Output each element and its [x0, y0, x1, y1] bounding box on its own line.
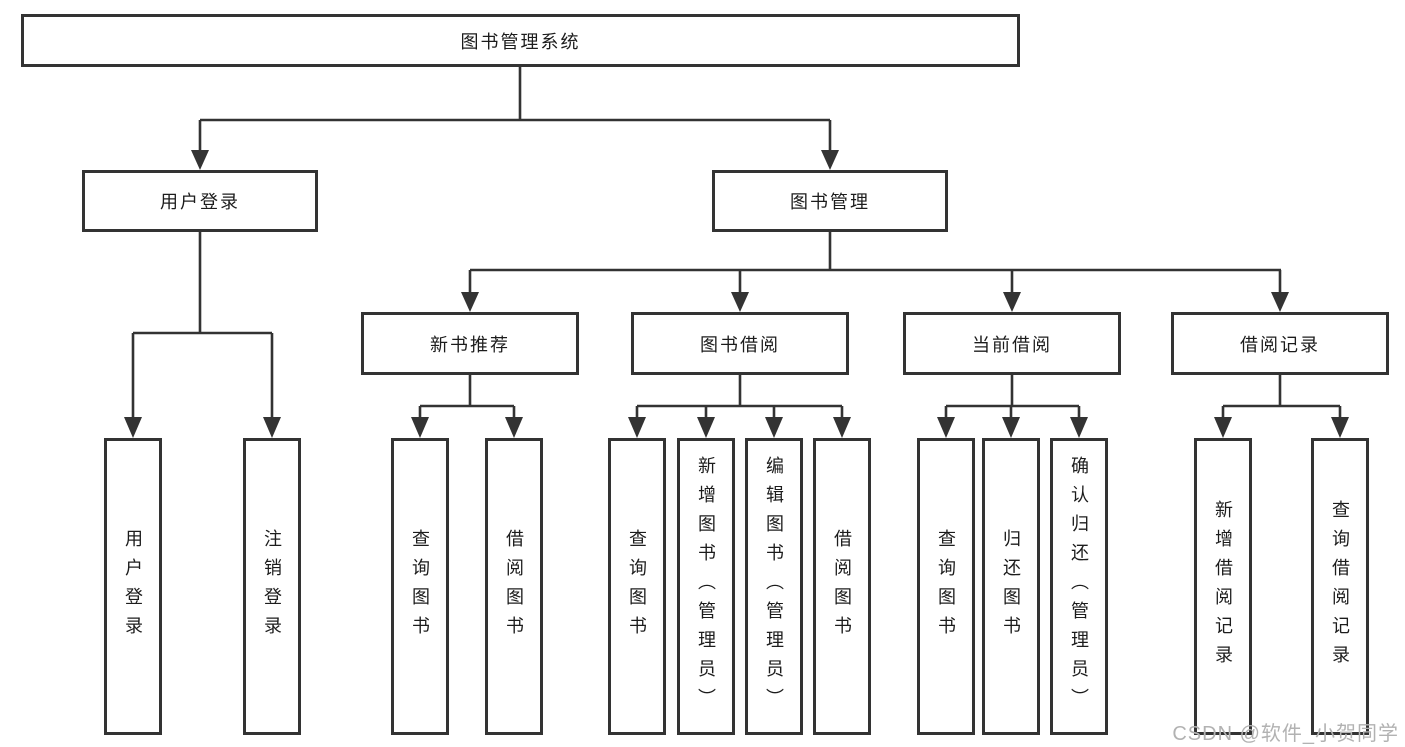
node-label: 查询图书 [936, 528, 956, 645]
connector-newbook-to-leaves [418, 375, 516, 421]
node-label: 查询图书 [410, 528, 430, 645]
node-label: 查询借阅记录 [1330, 499, 1350, 674]
node-book-management: 图书管理 [712, 170, 948, 232]
node-label: 新书推荐 [430, 334, 510, 355]
node-new-book-recommend: 新书推荐 [361, 312, 579, 375]
leaf-current-query-books: 查询图书 [917, 438, 975, 735]
leaf-logout: 注销登录 [243, 438, 301, 735]
watermark: CSDN @软件_小贺同学 [1172, 723, 1399, 745]
connector-currentborrow-to-leaves [944, 375, 1081, 421]
node-label: 借阅图书 [832, 528, 852, 645]
node-label: 查询图书 [627, 528, 647, 645]
leaf-newbook-borrow-books: 借阅图书 [485, 438, 543, 735]
leaf-borrow-add-books-admin: 新增图书（管理员） [677, 438, 735, 735]
node-label: 确认归还（管理员） [1069, 456, 1089, 717]
leaf-current-confirm-return-admin: 确认归还（管理员） [1050, 438, 1108, 735]
node-label: 编辑图书（管理员） [764, 456, 784, 717]
node-label: 图书管理系统 [460, 31, 581, 52]
node-label: 新增图书（管理员） [696, 456, 716, 717]
node-user-login: 用户登录 [82, 170, 318, 232]
connector-bookmgmt-to-level3 [468, 232, 1282, 296]
leaf-records-query-record: 查询借阅记录 [1311, 438, 1369, 735]
node-label: 图书借阅 [700, 334, 780, 355]
connector-root-to-level2 [198, 67, 832, 154]
node-label: 当前借阅 [972, 334, 1052, 355]
node-label: 图书管理 [790, 192, 870, 212]
connector-userlogin-to-leaves [131, 232, 274, 421]
node-label: 新增借阅记录 [1213, 499, 1233, 674]
leaf-current-return-books: 归还图书 [982, 438, 1040, 735]
node-label: 注销登录 [262, 528, 282, 645]
node-label: 用户登录 [160, 192, 240, 212]
node-label: 归还图书 [1001, 528, 1021, 645]
leaf-newbook-query-books: 查询图书 [391, 438, 449, 735]
node-label: 借阅记录 [1240, 334, 1320, 355]
node-book-borrowing: 图书借阅 [631, 312, 849, 375]
node-borrowing-records: 借阅记录 [1171, 312, 1389, 375]
node-current-borrowing: 当前借阅 [903, 312, 1121, 375]
node-library-management-system: 图书管理系统 [21, 14, 1020, 67]
leaf-borrow-query-books: 查询图书 [608, 438, 666, 735]
connector-records-to-leaves [1221, 375, 1342, 421]
connector-bookborrow-to-leaves [635, 375, 844, 421]
node-label: 借阅图书 [504, 528, 524, 645]
leaf-user-login: 用户登录 [104, 438, 162, 735]
leaf-records-add-record: 新增借阅记录 [1194, 438, 1252, 735]
node-label: 用户登录 [123, 528, 143, 645]
leaf-borrow-borrow-books: 借阅图书 [813, 438, 871, 735]
leaf-borrow-edit-books-admin: 编辑图书（管理员） [745, 438, 803, 735]
